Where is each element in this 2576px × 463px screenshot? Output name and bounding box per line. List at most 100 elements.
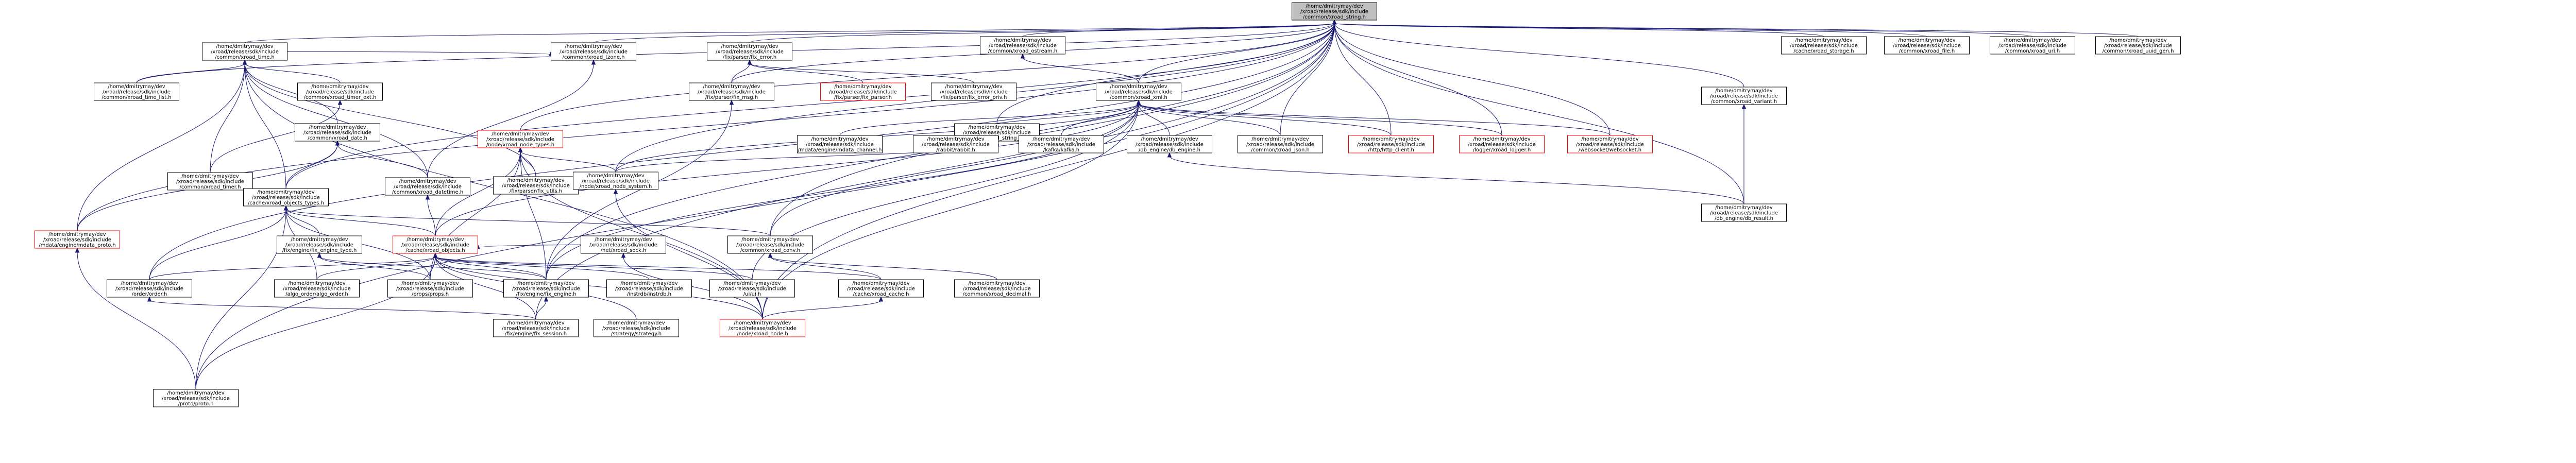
file-node-uuid-gen[interactable]: /home/dmitrymay/dev/xroad/release/sdk/in…	[2095, 36, 2181, 55]
edge-line	[430, 150, 521, 280]
file-node-decimal[interactable]: /home/dmitrymay/dev/xroad/release/sdk/in…	[954, 279, 1040, 298]
node-label-line: /xroad/release/sdk/include	[698, 90, 766, 95]
file-node-websocket[interactable]: /home/dmitrymay/dev/xroad/release/sdk/in…	[1567, 135, 1653, 153]
file-node-fix-msg[interactable]: /home/dmitrymay/dev/xroad/release/sdk/in…	[689, 82, 774, 101]
file-node-fix-session[interactable]: /home/dmitrymay/dev/xroad/release/sdk/in…	[493, 319, 579, 337]
edge-arrowhead	[433, 252, 438, 258]
dependency-edge	[1022, 19, 1337, 37]
file-node-time-list[interactable]: /home/dmitrymay/dev/xroad/release/sdk/in…	[94, 82, 179, 101]
file-node-rabbit[interactable]: /home/dmitrymay/dev/xroad/release/sdk/in…	[913, 135, 998, 153]
file-node-db-engine[interactable]: /home/dmitrymay/dev/xroad/release/sdk/in…	[1127, 135, 1212, 153]
file-node-logger[interactable]: /home/dmitrymay/dev/xroad/release/sdk/in…	[1459, 135, 1545, 153]
dependency-edge	[593, 19, 1337, 43]
file-node-ostream[interactable]: /home/dmitrymay/dev/xroad/release/sdk/in…	[980, 36, 1065, 55]
dependency-edge	[244, 50, 553, 56]
dependency-edge	[535, 296, 549, 320]
node-box	[913, 135, 998, 153]
file-node-node[interactable]: /home/dmitrymay/dev/xroad/release/sdk/in…	[720, 319, 805, 337]
edge-arrowhead	[621, 252, 626, 258]
file-node-fix-error-priv[interactable]: /home/dmitrymay/dev/xroad/release/sdk/in…	[931, 82, 1016, 101]
node-box	[277, 235, 362, 254]
node-label-line: /xroad/release/sdk/include	[1300, 9, 1368, 15]
node-label-line: /common/xroad_time.h	[215, 55, 275, 60]
file-node-http-client[interactable]: /home/dmitrymay/dev/xroad/release/sdk/in…	[1348, 135, 1434, 153]
file-node-file[interactable]: /home/dmitrymay/dev/xroad/release/sdk/in…	[1884, 36, 1970, 55]
dependency-edge	[75, 247, 196, 390]
file-node-time[interactable]: /home/dmitrymay/dev/xroad/release/sdk/in…	[202, 42, 287, 61]
node-label-line: /home/dmitrymay/dev	[994, 38, 1052, 43]
file-node-json[interactable]: /home/dmitrymay/dev/xroad/release/sdk/in…	[1238, 135, 1323, 153]
file-node-storage[interactable]: /home/dmitrymay/dev/xroad/release/sdk/in…	[1781, 36, 1867, 55]
edge-line	[244, 51, 551, 55]
file-node-instr-db[interactable]: /home/dmitrymay/dev/xroad/release/sdk/in…	[606, 279, 692, 298]
file-node-props[interactable]: /home/dmitrymay/dev/xroad/release/sdk/in…	[387, 279, 473, 298]
edge-line	[285, 23, 1335, 189]
edge-line	[1334, 23, 1392, 136]
node-box	[720, 319, 805, 337]
file-node-strategy[interactable]: /home/dmitrymay/dev/xroad/release/sdk/in…	[594, 319, 679, 337]
file-node-fix-parser[interactable]: /home/dmitrymay/dev/xroad/release/sdk/in…	[820, 82, 906, 101]
file-node-objects-types[interactable]: /home/dmitrymay/dev/xroad/release/sdk/in…	[243, 188, 329, 207]
file-node-root[interactable]: /home/dmitrymay/dev/xroad/release/sdk/in…	[1292, 2, 1377, 21]
file-node-proto[interactable]: /home/dmitrymay/dev/xroad/release/sdk/in…	[153, 389, 239, 407]
edge-line	[427, 198, 436, 236]
node-label-line: /home/dmitrymay/dev	[1306, 4, 1363, 9]
file-node-tzone[interactable]: /home/dmitrymay/dev/xroad/release/sdk/in…	[551, 42, 636, 61]
node-label-line: /home/dmitrymay/dev	[1032, 136, 1090, 142]
file-node-fix-engine-type[interactable]: /home/dmitrymay/dev/xroad/release/sdk/in…	[277, 235, 362, 254]
file-node-conv[interactable]: /home/dmitrymay/dev/xroad/release/sdk/in…	[727, 235, 813, 254]
edge-line	[770, 23, 1335, 236]
edge-line	[1334, 23, 1824, 37]
node-label-line: /xroad/release/sdk/include	[1710, 211, 1778, 216]
node-label-line: /xroad/release/sdk/include	[1790, 43, 1858, 49]
edge-line	[210, 103, 341, 173]
edge-line	[762, 300, 882, 320]
edge-line	[535, 23, 1335, 320]
edge-line	[1169, 156, 1744, 204]
file-node-datetime[interactable]: /home/dmitrymay/dev/xroad/release/sdk/in…	[385, 177, 470, 196]
edge-line	[1061, 103, 1139, 136]
node-label-line: /xroad/release/sdk/include	[211, 49, 279, 55]
node-label-line: /proto/proto.h	[178, 401, 214, 407]
node-box	[387, 279, 473, 298]
file-node-algo-order[interactable]: /home/dmitrymay/dev/xroad/release/sdk/in…	[274, 279, 360, 298]
file-node-objects[interactable]: /home/dmitrymay/dev/xroad/release/sdk/in…	[393, 235, 478, 254]
edge-line	[1138, 103, 1281, 136]
node-label-line: /home/dmitrymay/dev	[507, 320, 565, 326]
node-label-line: /algo_order/algo_order.h	[285, 291, 348, 297]
file-node-xml[interactable]: /home/dmitrymay/dev/xroad/release/sdk/in…	[1096, 82, 1181, 101]
node-label-line: /home/dmitrymay/dev	[309, 125, 366, 130]
node-box	[493, 319, 579, 337]
file-node-ui[interactable]: /home/dmitrymay/dev/xroad/release/sdk/in…	[709, 279, 795, 298]
node-box	[295, 123, 380, 142]
file-node-timer[interactable]: /home/dmitrymay/dev/xroad/release/sdk/in…	[167, 172, 253, 191]
file-node-fix-utils[interactable]: /home/dmitrymay/dev/xroad/release/sdk/in…	[493, 176, 579, 195]
file-node-mdata-channel[interactable]: /home/dmitrymay/dev/xroad/release/sdk/in…	[797, 135, 883, 153]
file-node-fix-error[interactable]: /home/dmitrymay/dev/xroad/release/sdk/in…	[707, 42, 792, 61]
edge-line	[427, 63, 594, 178]
edge-line	[1138, 103, 1170, 136]
node-label-line: /home/dmitrymay/dev	[311, 84, 369, 90]
file-node-timer-ext[interactable]: /home/dmitrymay/dev/xroad/release/sdk/in…	[297, 82, 383, 101]
file-node-mdata-proto[interactable]: /home/dmitrymay/dev/xroad/release/sdk/in…	[35, 230, 120, 249]
node-label-line: /home/dmitrymay/dev	[852, 281, 910, 286]
dependency-edge	[242, 59, 536, 177]
file-node-node-types[interactable]: /home/dmitrymay/dev/xroad/release/sdk/in…	[478, 130, 563, 148]
edge-line	[244, 23, 1335, 43]
node-label-line: /home/dmitrymay/dev	[1715, 205, 1773, 211]
file-node-date[interactable]: /home/dmitrymay/dev/xroad/release/sdk/in…	[295, 123, 380, 142]
file-node-db-result[interactable]: /home/dmitrymay/dev/xroad/release/sdk/in…	[1701, 203, 1787, 222]
file-node-node-system[interactable]: /home/dmitrymay/dev/xroad/release/sdk/in…	[573, 172, 658, 190]
file-node-order[interactable]: /home/dmitrymay/dev/xroad/release/sdk/in…	[107, 279, 192, 298]
file-node-uri[interactable]: /home/dmitrymay/dev/xroad/release/sdk/in…	[1990, 36, 2075, 55]
node-label-line: /home/dmitrymay/dev	[703, 84, 760, 90]
edge-arrowhead	[1020, 53, 1025, 59]
file-node-xroad-sock[interactable]: /home/dmitrymay/dev/xroad/release/sdk/in…	[581, 235, 666, 254]
file-node-cache[interactable]: /home/dmitrymay/dev/xroad/release/sdk/in…	[838, 279, 924, 298]
file-node-variant[interactable]: /home/dmitrymay/dev/xroad/release/sdk/in…	[1701, 87, 1787, 105]
node-label-line: /common/xroad_variant.h	[1711, 99, 1777, 105]
node-label-line: /xroad/release/sdk/include	[940, 90, 1008, 95]
file-node-fix-engine[interactable]: /home/dmitrymay/dev/xroad/release/sdk/in…	[503, 279, 589, 298]
edge-line	[244, 63, 536, 177]
file-node-kafka[interactable]: /home/dmitrymay/dev/xroad/release/sdk/in…	[1019, 135, 1104, 153]
